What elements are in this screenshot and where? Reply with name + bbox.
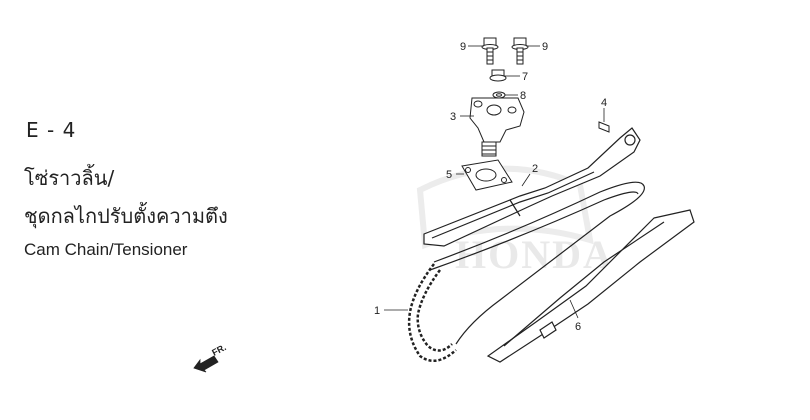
cam-chain (407, 181, 645, 363)
o-ring (492, 91, 506, 99)
callout-2: 2 (532, 163, 538, 175)
callout-8: 8 (520, 90, 526, 102)
front-direction-marker: FR. (193, 342, 228, 373)
flange-bolt-right (511, 37, 529, 65)
callout-9-right: 9 (542, 41, 548, 53)
callout-7: 7 (522, 71, 528, 83)
tensioner-gasket (461, 159, 513, 191)
section-code: E - 4 (26, 118, 77, 142)
flange-bolt-left (481, 37, 499, 65)
section-title-thai-line1: โซ่ราวลิ้น/ (24, 166, 115, 190)
tensioner-pin (598, 121, 610, 133)
callout-9-left: 9 (460, 41, 466, 53)
callout-4: 4 (601, 97, 607, 109)
leader-lines (384, 45, 605, 319)
cam-chain-guide (486, 209, 695, 363)
section-title-english: Cam Chain/Tensioner (24, 240, 188, 259)
section-title-thai-line2: ชุดกลไกปรับตั้งความตึง (24, 204, 228, 228)
callout-6: 6 (575, 321, 581, 333)
front-label: FR. (210, 342, 227, 358)
callout-1: 1 (374, 305, 380, 317)
watermark-text: HONDA (455, 232, 614, 277)
honda-watermark: HONDA (416, 165, 614, 277)
sealing-bolt (489, 69, 507, 82)
front-arrow-icon (193, 355, 219, 373)
callout-3: 3 (450, 111, 456, 123)
callout-5: 5 (446, 169, 452, 181)
tensioner-arm (423, 127, 641, 247)
tensioner-lifter (469, 97, 525, 157)
